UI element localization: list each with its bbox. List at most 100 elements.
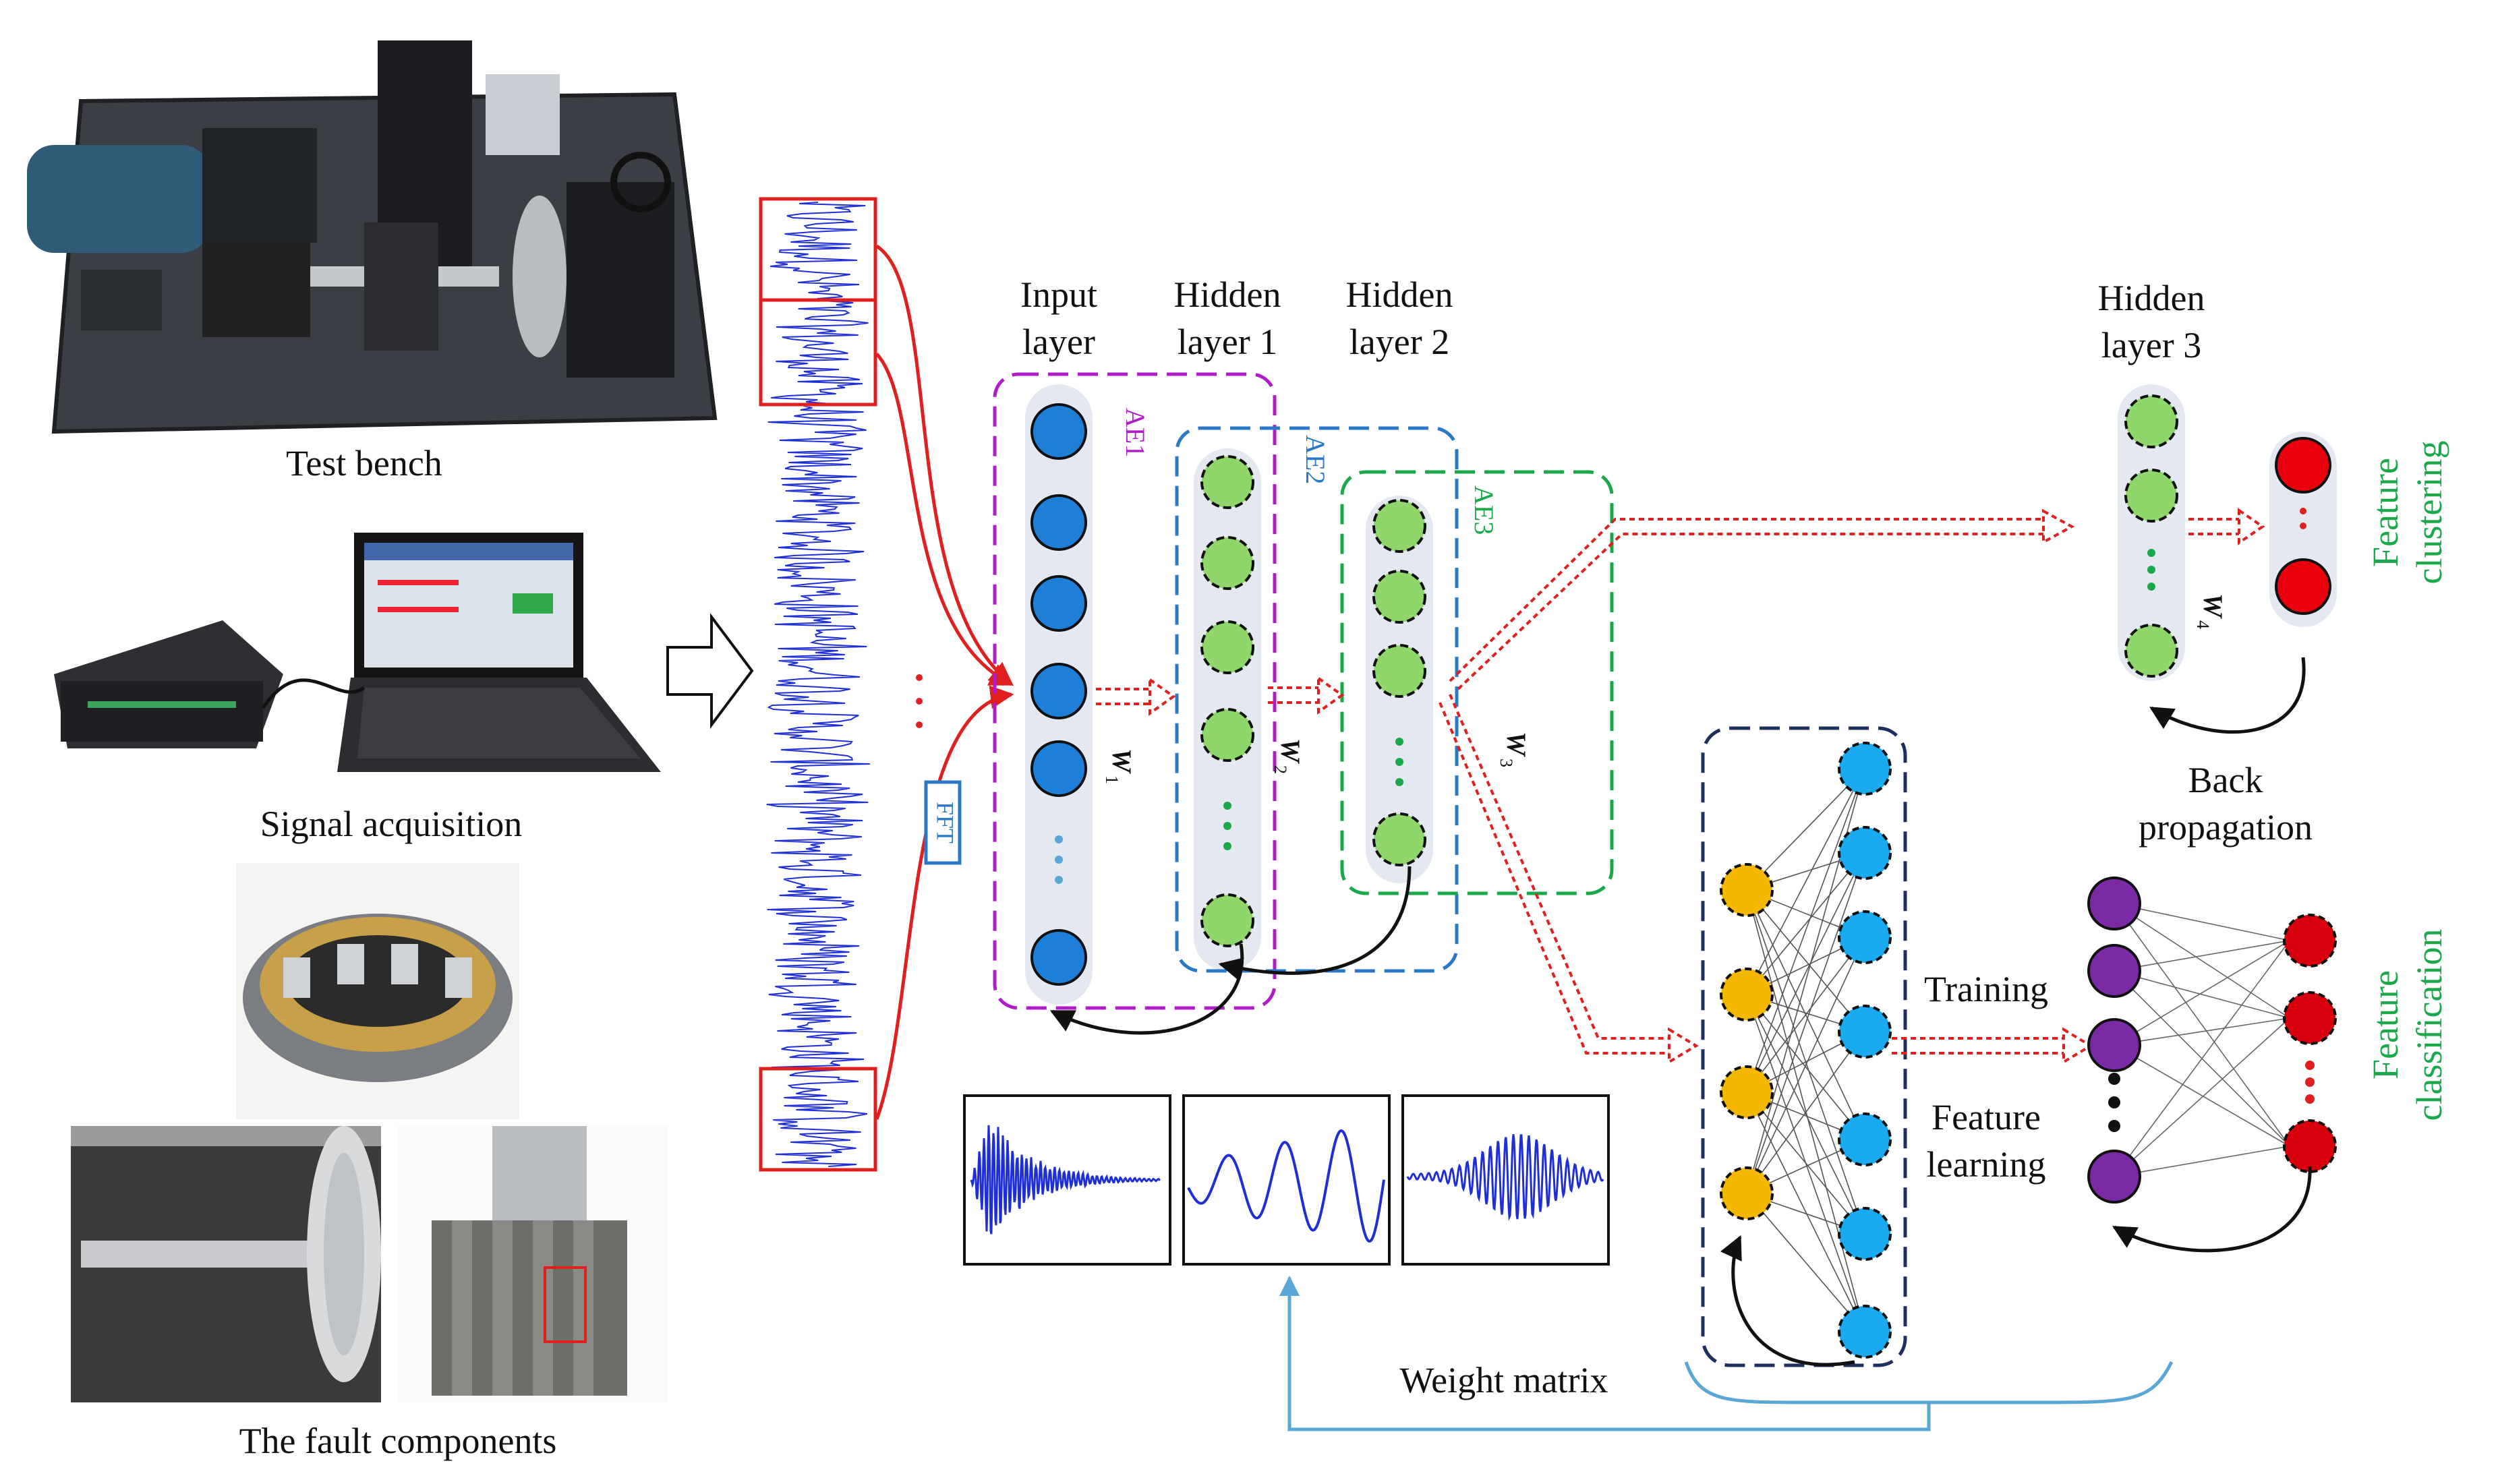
w1-label: W 1 xyxy=(1102,748,1137,784)
sample-window-3 xyxy=(759,1067,877,1172)
network-edge xyxy=(1746,852,1865,1093)
ellipsis-dot xyxy=(1395,778,1403,786)
feature-input-node xyxy=(1720,968,1774,1021)
hidden-1-node xyxy=(1200,620,1254,674)
hidden-1-node xyxy=(1200,893,1254,947)
classification-output-node xyxy=(2283,914,2337,968)
clustering-nodes xyxy=(2275,437,2331,615)
ellipsis-dot xyxy=(2300,508,2306,514)
svg-text:W: W xyxy=(2198,593,2228,619)
ellipsis-dot xyxy=(2305,1094,2315,1104)
hidden-2-node xyxy=(1372,570,1426,624)
ellipsis-dot xyxy=(1055,835,1063,843)
feature-hidden-node xyxy=(1838,1207,1892,1261)
ae2-box xyxy=(1175,426,1459,973)
network-edge xyxy=(2114,903,2290,1147)
ellipsis-dot xyxy=(1055,876,1063,884)
ellipsis-dot xyxy=(916,698,923,705)
hidden-2-node xyxy=(1372,644,1426,698)
classification-nodes xyxy=(2087,877,2337,1204)
ae1-box xyxy=(993,372,1277,1010)
fft-box xyxy=(924,780,962,865)
bearing-photo xyxy=(236,863,519,1119)
ellipsis-dot xyxy=(2305,1077,2315,1087)
hidden-layer-2-label: Hidden xyxy=(1346,274,1453,315)
network-edge xyxy=(1746,937,1865,1194)
svg-text:3: 3 xyxy=(1497,759,1516,767)
network-edge xyxy=(2114,903,2290,941)
hidden-layer-3-column xyxy=(2118,384,2185,681)
network-edge xyxy=(2114,1044,2290,1147)
ellipsis-dot xyxy=(2147,549,2155,557)
network-edge xyxy=(1746,852,1865,1194)
network-edge xyxy=(1746,937,1865,1093)
ellipsis-dot xyxy=(1223,822,1231,830)
signal-trace xyxy=(766,202,870,1167)
weight-matrix-brace xyxy=(1684,1361,2174,1404)
ellipsis-dot xyxy=(1055,856,1063,864)
feature-learning-nodes xyxy=(1720,742,1892,1359)
network-edge xyxy=(2114,940,2290,1046)
gear-photo xyxy=(398,1126,668,1402)
input-layer-label: layer xyxy=(1022,322,1095,362)
svg-text:4: 4 xyxy=(2193,620,2213,629)
input-node xyxy=(1030,663,1087,719)
hidden-1-node xyxy=(1200,455,1254,509)
hidden-layer-1-label: Hidden xyxy=(1174,274,1281,315)
hidden-layer-3-label: layer 3 xyxy=(2101,325,2201,365)
network-edge xyxy=(1746,1193,1865,1332)
feature-hidden-node xyxy=(1838,1305,1892,1359)
network-edge xyxy=(2114,1017,2290,1046)
classification-input-node xyxy=(2087,1150,2141,1204)
svg-text:W: W xyxy=(1107,748,1137,774)
ellipsis-dot xyxy=(1395,758,1403,766)
network-edge xyxy=(1746,1092,1865,1332)
hidden-3-node xyxy=(2124,469,2178,523)
ellipsis-dot xyxy=(2108,1096,2120,1108)
ae3-label: AE3 xyxy=(1469,485,1499,535)
test-bench-photo xyxy=(27,40,718,434)
training-label: Training xyxy=(1924,969,2048,1009)
network-edge xyxy=(1746,889,1865,1332)
flow-arrow-icon xyxy=(666,613,754,729)
feature-learning-box xyxy=(1701,726,1907,1367)
network-edge xyxy=(2114,940,2290,972)
network-edge xyxy=(2114,970,2290,1019)
feature-input-node xyxy=(1720,1065,1774,1119)
ellipsis-dot xyxy=(916,674,923,681)
network-edge xyxy=(2114,1017,2290,1177)
cluster-node xyxy=(2275,558,2331,615)
classification-input-node xyxy=(2087,877,2141,930)
feature-learning-label: learning xyxy=(1927,1144,2046,1185)
ae2-label: AE2 xyxy=(1300,435,1331,484)
ellipsis-dot xyxy=(2305,1061,2315,1070)
hidden-1-node xyxy=(1200,708,1254,762)
hidden-3-node xyxy=(2124,394,2178,448)
classification-output-node xyxy=(2283,1119,2337,1173)
weight-wave-2 xyxy=(1187,1129,1385,1243)
network-edge xyxy=(1746,1092,1865,1235)
feature-hidden-node xyxy=(1838,1112,1892,1166)
svg-text:1: 1 xyxy=(1102,775,1122,784)
ae3-box xyxy=(1340,470,1614,895)
feature-learning-back-arrow xyxy=(1720,1235,1855,1367)
ellipsis-dot xyxy=(2300,523,2306,529)
back-propagation-arrow xyxy=(2149,657,2306,734)
hidden-layer-3-nodes xyxy=(2124,394,2178,678)
svg-text:W: W xyxy=(1501,732,1532,757)
ellipsis-dot xyxy=(1223,842,1231,850)
feature-clustering-label: clustering xyxy=(2409,441,2449,585)
signal-acquisition-photo xyxy=(54,533,661,772)
hidden-3-node xyxy=(2124,624,2178,678)
network-edge xyxy=(1746,994,1865,1140)
to-clustering-arrow xyxy=(2188,508,2265,545)
input-node xyxy=(1030,575,1087,632)
hidden-layer-2-nodes xyxy=(1372,499,1426,866)
classification-back-arrow xyxy=(2112,1166,2312,1253)
feature-hidden-node xyxy=(1838,910,1892,964)
network-edge xyxy=(1746,852,1865,995)
ellipsis-dot xyxy=(2108,1120,2120,1132)
network-edge xyxy=(1746,1031,1865,1194)
w2-label: W 2 xyxy=(1271,738,1306,774)
